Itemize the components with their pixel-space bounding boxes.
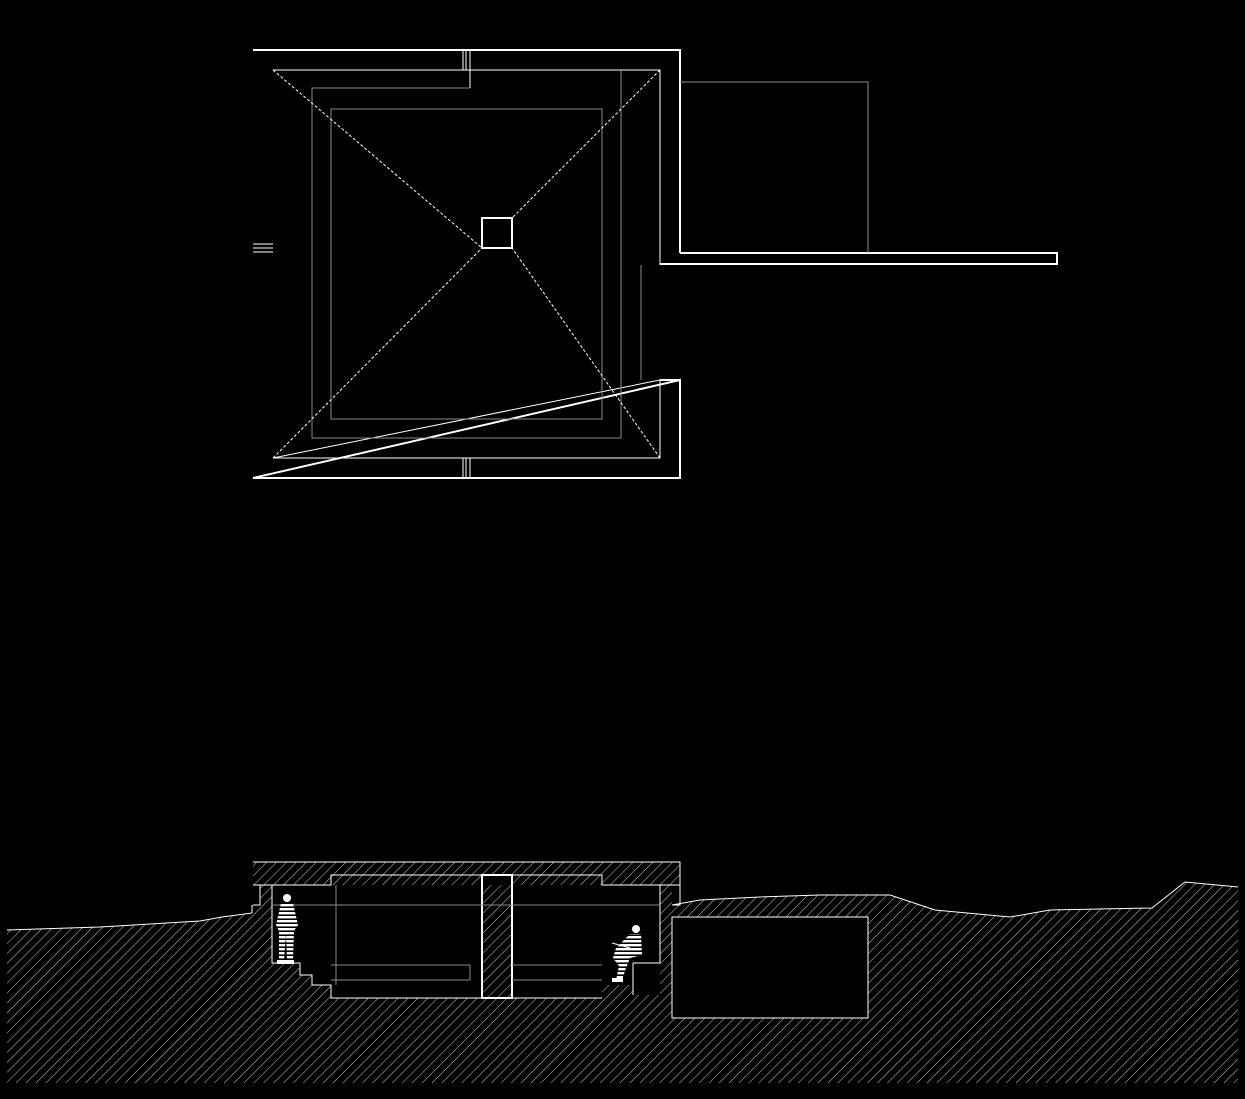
section-column: [481, 874, 513, 999]
inner-pool-outline: [330, 108, 603, 420]
bench-outline: [311, 70, 622, 439]
seated-person-figure: [611, 925, 642, 982]
adjacent-room-section: [671, 916, 869, 1019]
interior-space-east: [512, 874, 661, 999]
south-window: [462, 458, 471, 478]
ground-line: [6, 881, 1239, 931]
entrance-path-wall: [660, 252, 1058, 265]
roof-diagonals: [272, 69, 661, 459]
entry-walls: [251, 884, 681, 913]
interior-space: [271, 874, 483, 999]
earth-hatch: [7, 862, 1238, 1083]
standing-person-figure: [276, 894, 298, 964]
west-window: [253, 243, 273, 253]
section: [6, 861, 1239, 1083]
floor-plan: [252, 49, 1058, 479]
adjacent-room-outline: [680, 81, 869, 253]
north-window: [462, 50, 471, 70]
section-pool-lines: [272, 885, 660, 985]
central-column: [481, 217, 513, 249]
